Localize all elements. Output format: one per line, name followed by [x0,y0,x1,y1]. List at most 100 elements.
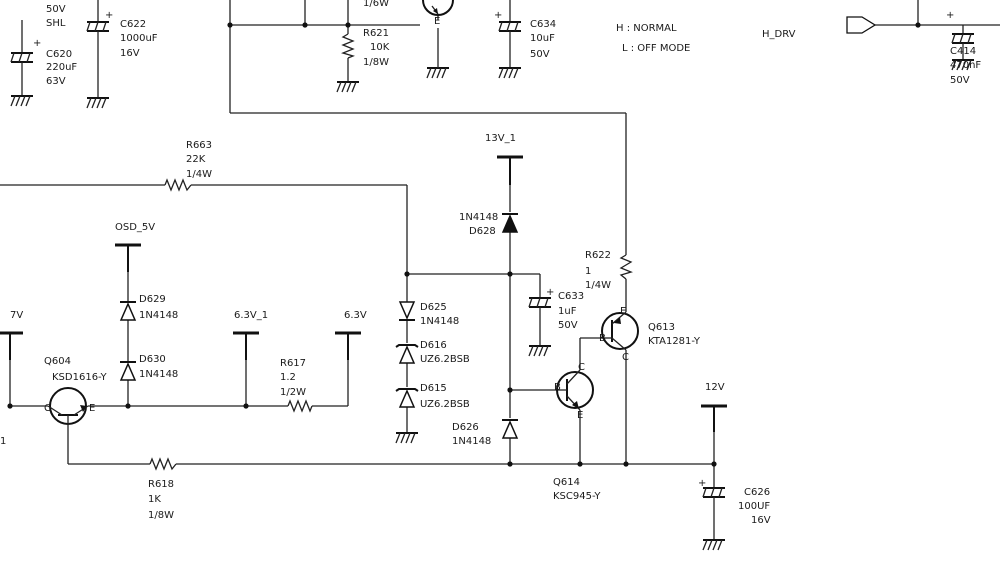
label-c414-v: 50V [950,75,970,86]
label-osd-5v: OSD_5V [115,222,155,233]
label-q614-e: E [577,410,583,421]
label-d628-type: 1N4148 [459,212,498,223]
diode-d629 [119,301,137,321]
label-c626-v: 16V [751,515,771,526]
label-d629-type: 1N4148 [139,310,178,321]
label-r621-top: 1/6W [363,0,389,9]
label-c626-val: 100UF [738,501,770,512]
label-d615: D615 [420,383,447,394]
resistor-r618 [149,457,177,471]
label-c634-val: 10uF [530,33,555,44]
label-c414-val: 470nF [950,60,981,71]
capacitor-c620 [10,52,33,70]
rail-6-3v [335,331,361,360]
transistor-q614 [556,369,594,411]
ground-c634 [498,67,521,79]
label-q614: Q614 [553,477,580,488]
label-c634-v: 50V [530,49,550,60]
label-r663-w: 1/4W [186,169,212,180]
ground-q-top [426,28,449,79]
diode-d625 [398,301,416,321]
capacitor-c634 [498,21,521,40]
label-d630: D630 [139,354,166,365]
label-q614-c: C [578,362,585,373]
label-r617-val: 1.2 [280,372,296,383]
label-q-top-e: E [434,16,440,27]
plus-c626: + [698,478,706,489]
ground-c626 [702,539,725,551]
rail-13v-1 [497,155,523,185]
labels: 50V SHL + C620 220uF 63V + C622 1000uF 1… [0,0,981,526]
label-d615-type: UZ6.2BSB [420,399,470,410]
h-drv-connector [846,16,877,34]
resistor-r622 [619,254,633,280]
label-d629: D629 [139,294,166,305]
rail-12v [701,404,727,432]
label-q613-e: E [620,306,626,317]
ground-c633 [528,345,551,357]
label-12v: 12V [705,382,725,393]
rail-7v [0,331,23,360]
label-c626: C626 [744,487,770,498]
label-c634: C634 [530,19,556,30]
transistor-q604 [47,387,89,426]
label-7v: 7V [10,310,23,321]
label-c620-v: 63V [46,76,66,87]
label-c620-val: 220uF [46,62,77,73]
label-q604: Q604 [44,356,71,367]
ground-r621 [336,81,359,93]
label-c414: C414 [950,46,976,57]
label-d626-type: 1N4148 [452,436,491,447]
label-q604-c: C [44,403,51,414]
label-c622-v: 16V [120,48,140,59]
wires [0,0,1000,540]
diode-d628 [501,213,519,233]
label-c620: C620 [46,49,72,60]
ground-d615 [395,432,418,444]
capacitor-c626 [702,487,725,510]
label-d628: D628 [469,226,496,237]
diode-d626 [501,419,519,439]
label-q604-e: E [89,403,95,414]
ground-c622 [86,97,109,109]
transistor-q-top [422,0,454,16]
ground-c620 [10,95,33,107]
label-r621-w: 1/8W [363,57,389,68]
label-r622-w: 1/4W [585,280,611,291]
label-6-3v-1: 6.3V_1 [234,310,268,321]
label-r663: R663 [186,140,212,151]
diode-d615 [395,388,419,408]
label-h-drv: H_DRV [762,29,796,40]
label-q604-type: KSD1616-Y [52,372,107,383]
label-r622-val: 1 [585,266,591,277]
resistors [149,33,633,471]
label-top-50v: 50V [46,4,66,15]
label-c622-val: 1000uF [120,33,158,44]
label-c633-v: 50V [558,320,578,331]
capacitors [10,21,974,510]
resistor-r663 [164,178,192,192]
label-top-shl: SHL [46,18,66,29]
label-r618-w: 1/8W [148,510,174,521]
capacitor-c414 [951,33,974,52]
plus-c633: + [546,287,554,298]
plus-c622: + [105,10,113,21]
plus-c414: + [946,10,954,21]
label-q614-type: KSC945-Y [553,491,601,502]
label-c633-val: 1uF [558,306,577,317]
label-d616-type: UZ6.2BSB [420,354,470,365]
diode-d616 [395,344,419,364]
label-c622: C622 [120,19,146,30]
diode-d630 [119,361,137,381]
label-r663-val: 22K [186,154,206,165]
label-r617-w: 1/2W [280,387,306,398]
label-13v-1: 13V_1 [485,133,516,144]
plus-c620: + [33,38,41,49]
label-c633: C633 [558,291,584,302]
resistor-r617 [287,399,313,413]
ground-c414 [951,59,974,71]
label-r618-val: 1K [148,494,161,505]
label-d626: D626 [452,422,479,433]
capacitor-c622 [86,21,109,40]
label-q613-type: KTA1281-Y [648,336,701,347]
